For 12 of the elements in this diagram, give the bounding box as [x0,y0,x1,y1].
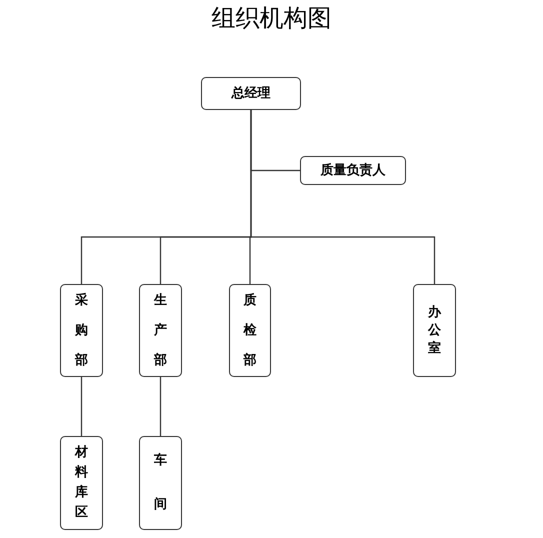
position-box: 质量负责人 [300,156,406,185]
department-box: 质检部 [229,284,271,377]
connector-line [80,377,82,436]
department-box: 办公室 [413,284,456,377]
title: 组织机构图 [210,3,332,34]
department-box: 材料库区 [60,436,103,530]
department-box: 车间 [139,436,182,530]
department-box: 生产部 [139,284,182,377]
connector-line [160,377,162,436]
department-box: 采购部 [60,284,103,377]
connector-line [250,110,436,284]
position-box: 总经理 [201,77,301,110]
